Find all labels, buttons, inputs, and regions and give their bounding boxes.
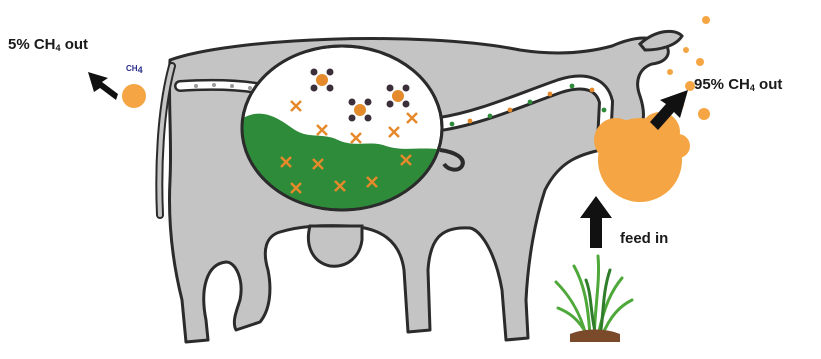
cow-ear [640,31,682,50]
gas-bubble [548,92,553,97]
gas-bubble [248,86,252,90]
gas-bubble [212,83,216,87]
grass-soil [570,330,620,343]
label-methane-out-right: 95% CH4 out [694,76,782,93]
label-methane-out-left: 5% CH4 out [8,36,88,53]
gas-bubble [508,108,513,113]
gas-bubble [528,100,533,105]
label-feed-in: feed in [620,230,668,247]
cow-udder [308,226,362,266]
arrow-out-left [88,72,118,100]
gas-bubble [468,119,473,124]
gas-bubble [194,84,198,88]
gas-bubble [450,122,455,127]
gas-bubble [488,114,493,119]
arrow-feed-in [580,196,612,248]
methane-bubble-left [122,84,146,108]
grass-icon [556,256,632,336]
gas-bubble [590,88,595,93]
gas-bubble [570,84,575,89]
gas-bubble [602,108,607,113]
label-small-methane: CH4 [126,64,143,75]
gas-bubble [230,84,234,88]
